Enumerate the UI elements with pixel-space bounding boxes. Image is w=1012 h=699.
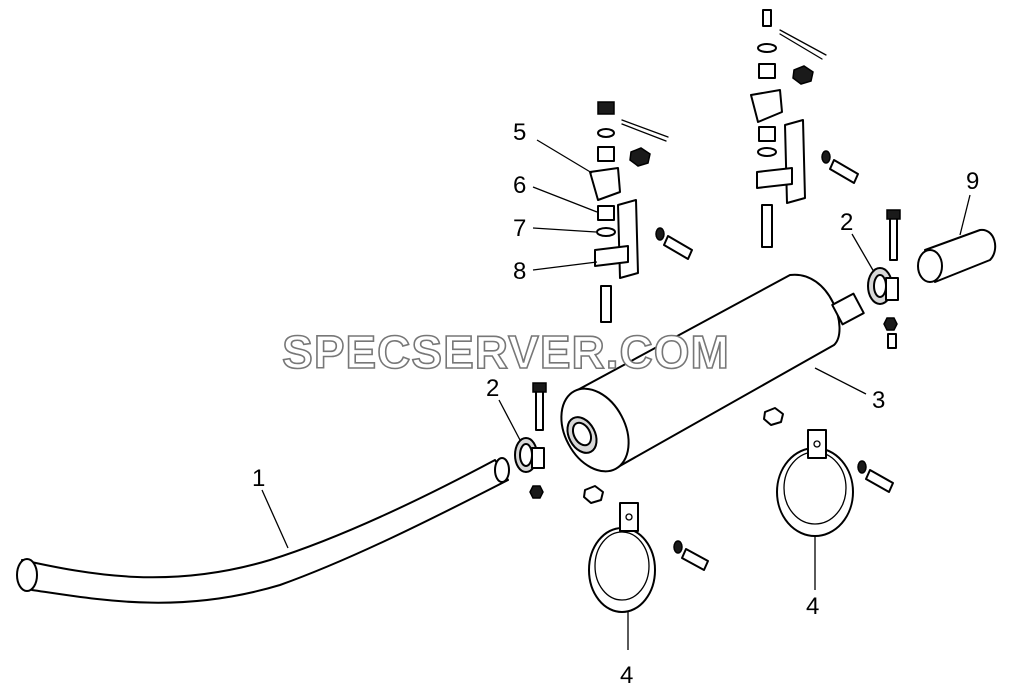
callout-8: 8	[513, 258, 526, 285]
hanger-assembly-left	[589, 101, 693, 323]
hanger-assembly-right	[750, 9, 859, 248]
callout-2-upper: 2	[840, 209, 853, 236]
watermark-text: SPECSERVER.COM	[282, 326, 730, 378]
band-strap-upper	[763, 407, 894, 537]
callout-4-lower: 4	[620, 662, 633, 689]
band-strap-lower	[583, 485, 709, 613]
callout-7: 7	[513, 215, 526, 242]
pipe-clamp-upper	[867, 209, 901, 349]
callout-9: 9	[966, 168, 979, 195]
callout-1: 1	[252, 465, 265, 492]
tail-pipe	[917, 228, 997, 283]
pipe-clamp-lower	[514, 382, 547, 499]
callout-4-upper: 4	[806, 593, 819, 620]
callout-3: 3	[872, 387, 885, 414]
leader-lines	[261, 139, 971, 650]
callout-6: 6	[513, 172, 526, 199]
callout-2-lower: 2	[486, 375, 499, 402]
exhaust-pipe	[16, 457, 510, 604]
callout-5: 5	[513, 119, 526, 146]
muffler	[560, 273, 865, 473]
